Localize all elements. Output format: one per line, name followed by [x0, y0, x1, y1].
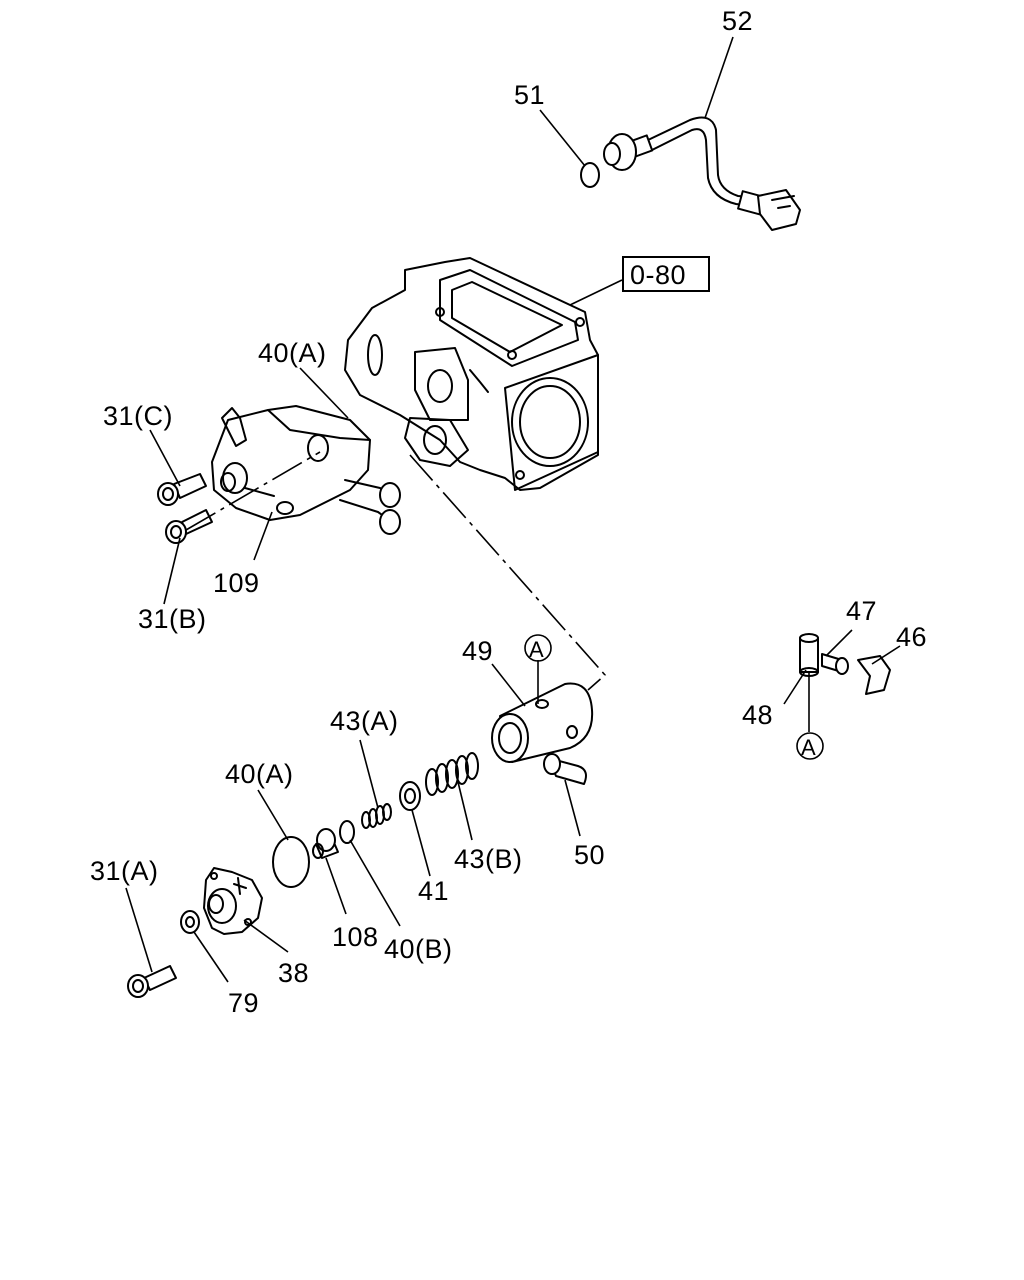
label-31c: 31(C) [103, 401, 173, 431]
label-40a-top: 40(A) [258, 338, 327, 368]
label-48: 48 [742, 700, 773, 730]
part-40a-gasket [272, 836, 310, 888]
label-52: 52 [722, 6, 753, 36]
part-49-housing [491, 682, 594, 763]
reference-box [622, 256, 710, 292]
label-41: 41 [418, 876, 449, 906]
part-50-pin [543, 753, 587, 785]
label-79: 79 [228, 988, 259, 1018]
part-31b-bolt [165, 509, 213, 544]
part-31a-bolt [127, 965, 177, 998]
label-43b: 43(B) [454, 844, 523, 874]
label-46: 46 [896, 622, 927, 652]
marker-a-top-letter: A [529, 637, 544, 662]
label-31a: 31(A) [90, 856, 159, 886]
part-109-valve-assembly [211, 405, 401, 535]
part-52-sensor-harness [603, 116, 801, 231]
label-49: 49 [462, 636, 493, 666]
part-46-clip [857, 655, 891, 695]
part-48-pin [799, 633, 819, 677]
label-40b: 40(B) [384, 934, 453, 964]
label-50: 50 [574, 840, 605, 870]
part-labels: 52 51 0-80 40(A) 31(C) 109 31(B) 49 47 4… [90, 6, 927, 1018]
part-79-nut [180, 910, 200, 934]
part-43a-spring [361, 803, 392, 829]
part-51-o-ring [580, 162, 600, 188]
part-31c-bolt [157, 473, 207, 506]
marker-a-bottom-letter: A [801, 735, 816, 760]
part-47-screw [821, 653, 849, 675]
label-40a-low: 40(A) [225, 759, 294, 789]
label-47: 47 [846, 596, 877, 626]
leader-lines [125, 36, 901, 983]
label-38: 38 [278, 958, 309, 988]
part-41-washer [399, 781, 421, 811]
part-40b-o-ring [339, 820, 355, 844]
label-108: 108 [332, 922, 379, 952]
marker-a-circle-bottom: A [796, 732, 824, 760]
part-38-cover [203, 867, 263, 935]
label-51: 51 [514, 80, 545, 110]
label-109: 109 [213, 568, 260, 598]
label-43a: 43(A) [330, 706, 399, 736]
part-108-plunger [312, 828, 339, 859]
part-43b-spring [425, 752, 479, 796]
label-31b: 31(B) [138, 604, 207, 634]
marker-a-circle-top: A [524, 634, 552, 662]
throttle-body [344, 257, 599, 491]
label-reference-0-80: 0-80 [630, 260, 686, 290]
